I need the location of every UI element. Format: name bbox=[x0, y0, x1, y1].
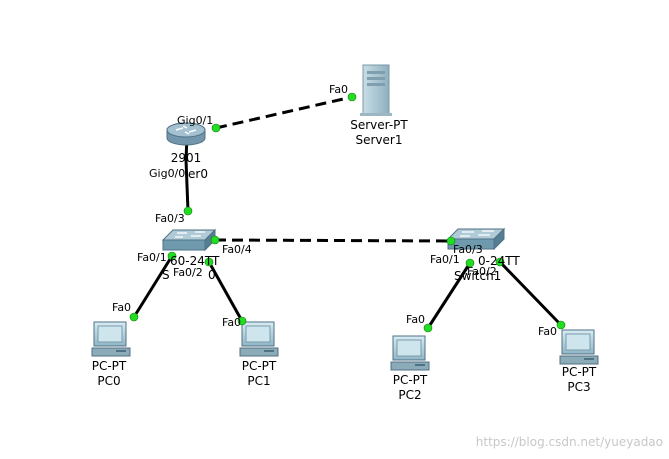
link-status-lights bbox=[129, 92, 566, 333]
status-light-pc0-fa0 bbox=[129, 312, 139, 322]
switch0-type-label: 60-24TT bbox=[170, 254, 220, 268]
status-light-switch1-fa02 bbox=[495, 257, 505, 267]
link-switch0-switch1[interactable] bbox=[214, 238, 452, 243]
status-light-router-gig01 bbox=[211, 123, 221, 133]
pc2-icon[interactable] bbox=[390, 335, 430, 371]
port-label-switch1-fa03: Fa0/3 bbox=[453, 243, 483, 256]
pc1-type-label: PC-PT bbox=[242, 359, 277, 373]
router-name-label: er0 bbox=[188, 167, 208, 181]
switch1-icon[interactable] bbox=[446, 227, 506, 251]
router-type-label: 2901 bbox=[171, 151, 202, 165]
pc1-name-label: PC1 bbox=[247, 374, 270, 388]
status-light-pc1-fa0 bbox=[237, 316, 247, 326]
server-icon[interactable] bbox=[360, 64, 392, 116]
port-label-switch0-fa04: Fa0/4 bbox=[222, 243, 252, 256]
pc2-type-label: PC-PT bbox=[393, 373, 428, 387]
port-label-switch1-fa01: Fa0/1 bbox=[430, 253, 460, 266]
port-label-pc1-fa0: Fa0 bbox=[222, 316, 241, 329]
link-switch1-pc2[interactable] bbox=[426, 262, 472, 329]
pc0-name-label: PC0 bbox=[97, 374, 120, 388]
switch0-icon[interactable] bbox=[161, 228, 217, 252]
router-icon[interactable] bbox=[166, 122, 206, 146]
port-label-pc2-fa0: Fa0 bbox=[406, 313, 425, 326]
status-light-switch1-fa01 bbox=[465, 258, 475, 268]
server-type-label: Server-PT bbox=[350, 118, 408, 132]
port-label-switch1-fa02: Fa0/2 bbox=[467, 265, 497, 278]
device-labels: Server-PT Server1 2901 er0 60-24TT S 0 0… bbox=[92, 118, 597, 402]
switch0-name-label: S bbox=[162, 268, 170, 282]
status-light-pc2-fa0 bbox=[423, 323, 433, 333]
pc0-type-label: PC-PT bbox=[92, 359, 127, 373]
status-light-switch0-fa01 bbox=[167, 251, 177, 261]
port-label-switch0-fa03: Fa0/3 bbox=[155, 212, 185, 225]
pc3-icon[interactable] bbox=[559, 329, 599, 365]
status-light-switch0-fa02 bbox=[204, 257, 214, 267]
status-light-switch0-fa03 bbox=[183, 206, 193, 216]
pc0-icon[interactable] bbox=[91, 321, 131, 357]
switch0-name-tail: 0 bbox=[208, 268, 216, 282]
port-label-switch0-fa01: Fa0/1 bbox=[137, 251, 167, 264]
status-light-server-fa0 bbox=[347, 92, 357, 102]
pc3-type-label: PC-PT bbox=[562, 365, 597, 379]
port-label-switch0-fa02: Fa0/2 bbox=[173, 266, 203, 279]
pc2-name-label: PC2 bbox=[398, 388, 421, 402]
server-name-label: Server1 bbox=[356, 133, 403, 147]
status-light-switch0-fa04 bbox=[210, 235, 220, 245]
pc3-name-label: PC3 bbox=[567, 380, 590, 394]
port-label-server-fa0: Fa0 bbox=[329, 83, 348, 96]
port-label-router-gig00: Gig0/0 bbox=[149, 167, 185, 180]
pc1-icon[interactable] bbox=[239, 321, 279, 357]
switch1-type-label: 0-24TT bbox=[478, 254, 520, 268]
watermark-text: https://blog.csdn.net/yueyadao bbox=[476, 435, 663, 449]
link-router-server[interactable] bbox=[215, 95, 353, 130]
port-label-pc0-fa0: Fa0 bbox=[112, 301, 131, 314]
links bbox=[132, 95, 563, 329]
link-switch0-pc1[interactable] bbox=[207, 261, 244, 322]
switch1-name-label: Switch1 bbox=[454, 269, 501, 283]
status-light-pc3-fa0 bbox=[556, 320, 566, 330]
port-label-pc3-fa0: Fa0 bbox=[538, 325, 557, 338]
status-light-switch1-fa03 bbox=[446, 236, 456, 246]
port-labels: Fa0 Gig0/1 Gig0/0 Fa0/3 Fa0/4 Fa0/1 Fa0/… bbox=[112, 83, 557, 338]
port-label-router-gig01: Gig0/1 bbox=[177, 114, 213, 127]
link-switch0-pc0[interactable] bbox=[132, 255, 174, 318]
link-switch1-pc3[interactable] bbox=[498, 260, 563, 327]
